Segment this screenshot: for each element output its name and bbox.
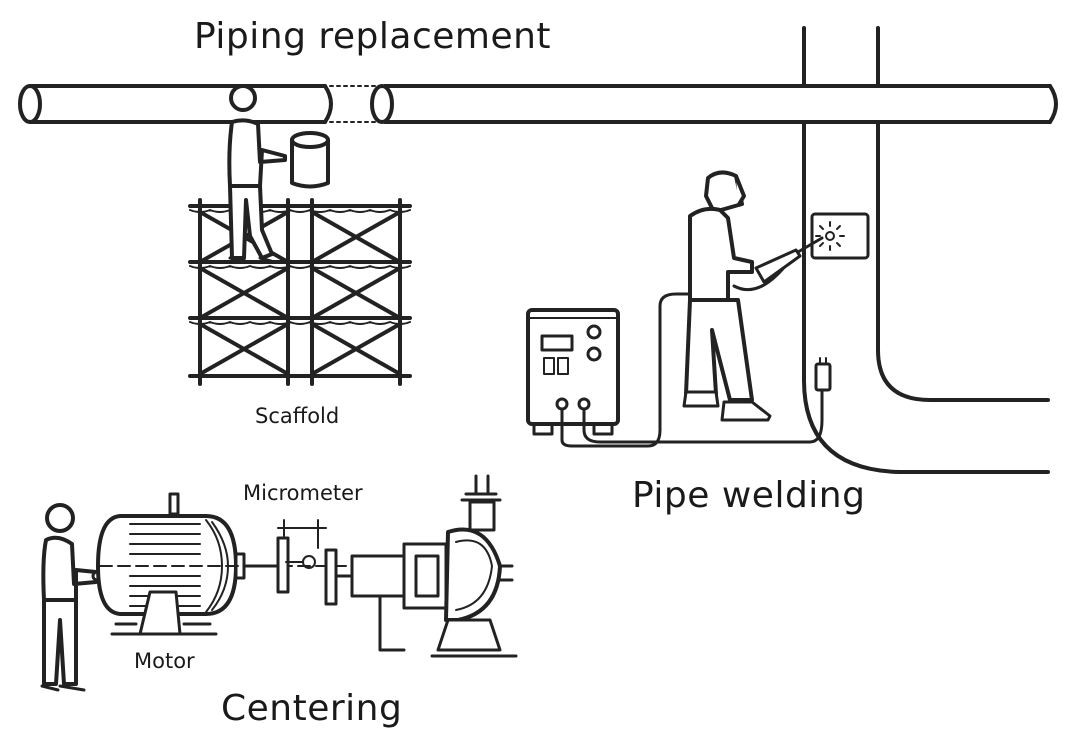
welder-icon	[682, 170, 824, 422]
pipe-welding-label: Pipe welding	[632, 475, 866, 516]
scaffold-icon	[188, 198, 412, 386]
welding-machine-icon	[526, 308, 620, 436]
motor-label: Motor	[134, 649, 195, 673]
power-plug-icon	[814, 357, 832, 392]
motor-icon	[96, 492, 513, 636]
centering-worker-icon	[40, 503, 103, 692]
pump-icon	[334, 474, 518, 658]
pipe-icon	[18, 84, 1058, 124]
bucket-icon	[290, 131, 330, 189]
piping-replacement-label: Piping replacement	[194, 16, 552, 57]
micrometer-label: Micrometer	[243, 481, 363, 505]
scaffold-label: Scaffold	[255, 404, 340, 428]
worker-icon	[227, 84, 287, 264]
dial-indicator-icon	[276, 519, 338, 606]
welding-spark-icon	[810, 212, 870, 260]
vertical-pipe-icon	[802, 26, 1050, 474]
centering-label: Centering	[221, 688, 403, 729]
